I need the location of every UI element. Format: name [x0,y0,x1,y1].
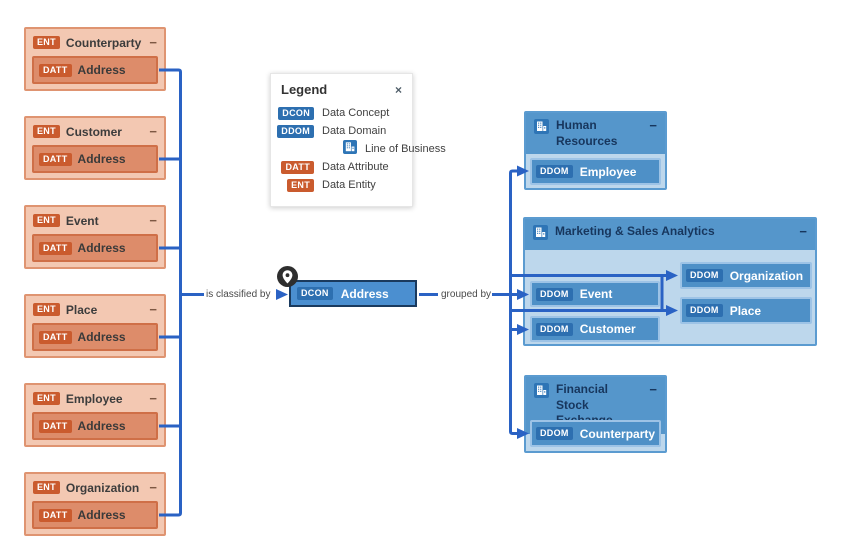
entity-node-customer[interactable]: ENT Customer − DATT Address [24,116,166,180]
domain-node-employee[interactable]: DDOM Employee [530,158,661,185]
domain-name: Counterparty [579,426,656,441]
domain-name: Customer [579,322,636,336]
datt-badge: DATT [39,419,72,433]
lob-title: Human Resources [556,118,618,148]
lob-header[interactable]: Marketing & Sales Analytics − [525,219,815,250]
collapse-icon[interactable]: − [149,302,157,317]
attribute-node-address[interactable]: DATT Address [32,145,158,173]
attribute-name: Address [77,508,126,522]
attribute-node-address[interactable]: DATT Address [32,501,158,529]
relationship-label-grouped: grouped by [440,289,493,300]
domain-name: Organization [729,268,804,283]
ddom-badge: DDOM [686,269,723,282]
attribute-name: Address [77,152,126,166]
attribute-node-address[interactable]: DATT Address [32,56,158,84]
building-icon [343,139,357,159]
building-icon [533,225,548,245]
collapse-icon[interactable]: − [149,124,157,139]
attribute-node-address[interactable]: DATT Address [32,234,158,262]
domain-node-organization[interactable]: DDOM Organization [680,262,812,289]
lob-title: Marketing & Sales Analytics [555,224,715,238]
ddom-badge: DDOM [536,165,573,178]
collapse-icon[interactable]: − [149,213,157,228]
entity-name: Employee [65,391,123,406]
dcon-badge: DCON [297,287,333,300]
attribute-node-address[interactable]: DATT Address [32,412,158,440]
ent-badge: ENT [33,214,60,227]
entity-node-event[interactable]: ENT Event − DATT Address [24,205,166,269]
building-icon [534,119,549,139]
concept-node-address[interactable]: DCON Address [289,280,417,307]
collapse-icon[interactable]: − [149,391,157,406]
datt-badge: DATT [281,160,314,174]
domain-name: Event [579,287,613,301]
ddom-badge: DDOM [536,427,573,440]
entity-node-place[interactable]: ENT Place − DATT Address [24,294,166,358]
attribute-node-address[interactable]: DATT Address [32,323,158,351]
domain-node-event[interactable]: DDOM Event [530,281,660,307]
entity-name: Customer [65,124,122,139]
lob-group-financial-stock-exchange[interactable]: Financial Stock Exchange − DDOM Counterp… [524,375,667,453]
entity-name: Event [65,213,99,228]
legend-item-data-attribute: DATT Data Attribute [281,160,402,174]
concept-name: Address [340,286,389,301]
ent-badge: ENT [287,178,314,192]
entity-node-employee[interactable]: ENT Employee − DATT Address [24,383,166,447]
legend-item-data-concept: DCON Data Concept [278,106,402,120]
ent-badge: ENT [33,481,60,494]
location-pin-icon [276,265,299,293]
entity-node-organization[interactable]: ENT Organization − DATT Address [24,472,166,536]
domain-name: Place [729,303,762,318]
domain-name: Employee [579,164,637,179]
relationship-label-classified: is classified by [205,289,272,300]
collapse-icon[interactable]: − [799,224,807,239]
attribute-name: Address [77,419,126,433]
ddom-badge: DDOM [536,287,573,301]
ent-badge: ENT [33,125,60,138]
ent-badge: ENT [33,303,60,316]
dcon-badge: DCON [278,106,314,120]
ddom-badge: DDOM [686,304,723,317]
legend-title: Legend [281,82,328,97]
collapse-icon[interactable]: − [649,382,657,397]
attribute-name: Address [77,241,126,255]
collapse-icon[interactable]: − [149,480,157,495]
collapse-icon[interactable]: − [149,35,157,50]
entity-node-counterparty[interactable]: ENT Counterparty − DATT Address [24,27,166,91]
datt-badge: DATT [39,330,72,344]
lob-group-human-resources[interactable]: Human Resources − DDOM Employee [524,111,667,190]
close-icon[interactable]: × [394,82,402,97]
attribute-name: Address [77,63,126,77]
ddom-badge: DDOM [277,124,314,138]
ent-badge: ENT [33,36,60,49]
legend-item-data-domain: DDOM Data Domain [277,124,402,138]
datt-badge: DATT [39,241,72,255]
domain-node-place[interactable]: DDOM Place [680,297,812,324]
ddom-badge: DDOM [536,322,573,336]
domain-node-customer[interactable]: DDOM Customer [530,316,660,342]
ent-badge: ENT [33,392,60,405]
datt-badge: DATT [39,508,72,522]
entity-name: Organization [65,480,140,495]
legend-item-data-entity: ENT Data Entity [281,178,402,192]
domain-node-counterparty[interactable]: DDOM Counterparty [530,420,661,447]
entity-name: Place [65,302,98,317]
entity-name: Counterparty [65,35,142,50]
lob-header[interactable]: Human Resources − [526,113,665,155]
collapse-icon[interactable]: − [649,118,657,133]
legend-panel: Legend × DCON Data Concept DDOM Data Dom… [270,73,446,207]
legend-item-line-of-business: Line of Business [281,139,446,159]
datt-badge: DATT [39,63,72,77]
attribute-name: Address [77,330,126,344]
datt-badge: DATT [39,152,72,166]
building-icon [534,383,549,403]
lob-group-marketing-sales-analytics[interactable]: Marketing & Sales Analytics − DDOM Event… [523,217,817,346]
